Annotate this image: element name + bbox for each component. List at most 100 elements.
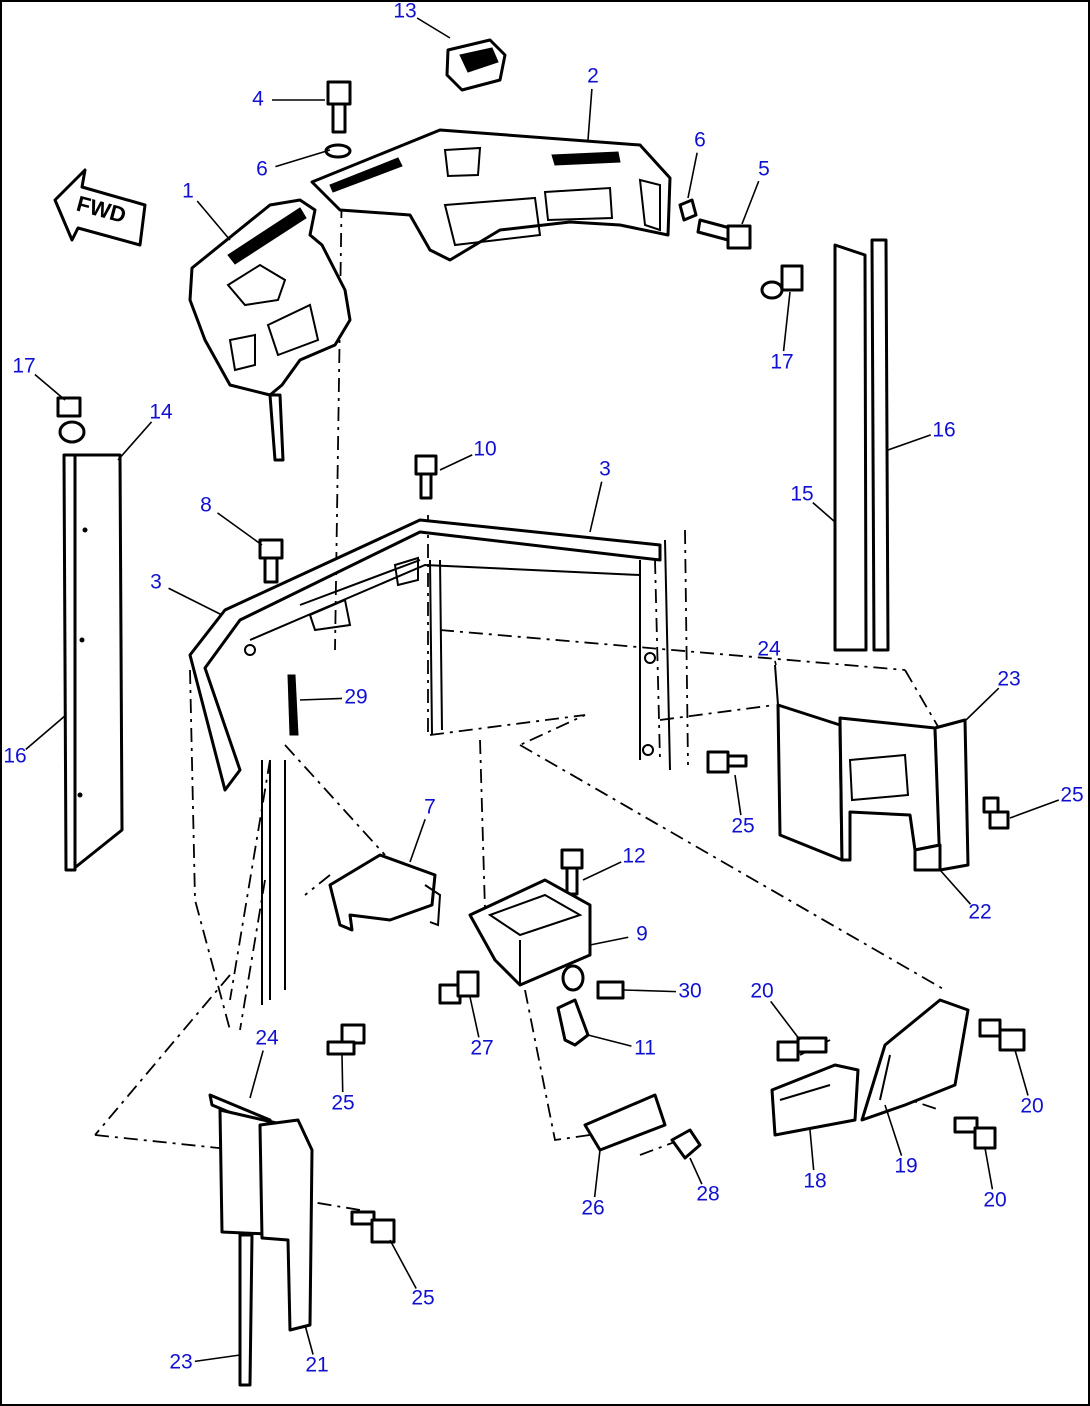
callout-1: 1 — [182, 180, 194, 203]
callout-16a: 16 — [932, 419, 955, 442]
callout-24b: 24 — [255, 1027, 279, 1050]
callout-17a: 17 — [12, 355, 35, 378]
callout-9: 9 — [636, 923, 648, 946]
callout-6a: 6 — [256, 158, 268, 181]
callout-23b: 23 — [169, 1351, 192, 1374]
callout-10: 10 — [473, 438, 496, 461]
part-right-panel — [774, 664, 970, 872]
part-bolt-25-right-b — [982, 796, 1010, 830]
callout-6b: 6 — [694, 129, 706, 152]
part-bolt-10 — [414, 454, 438, 500]
leader-line-6a — [275, 149, 331, 168]
part-bolt-25-right-a — [706, 750, 748, 774]
callout-20a: 20 — [750, 980, 773, 1003]
leader-line-23b — [194, 1354, 241, 1363]
part-left-strip — [62, 453, 124, 872]
part-bracket-18 — [770, 1063, 860, 1137]
leader-line-3a — [589, 481, 603, 533]
leader-line-13 — [416, 17, 451, 39]
part-frame — [188, 518, 671, 1005]
leader-line-17a — [34, 373, 66, 401]
part-bolt-30 — [596, 980, 625, 1000]
part-clip-11 — [556, 998, 590, 1047]
alignment-lines — [94, 174, 946, 1211]
leader-line-27 — [469, 996, 480, 1038]
part-bolt-4 — [324, 80, 352, 159]
part-plate-26 — [583, 1093, 667, 1152]
callout-13: 13 — [393, 0, 416, 23]
leader-line-16a — [887, 434, 932, 451]
callout-20c: 20 — [983, 1189, 1006, 1212]
leader-line-14 — [117, 421, 153, 461]
leader-line-23a — [965, 687, 1000, 721]
part-lower-left-panel — [208, 1093, 314, 1387]
callout-18: 18 — [803, 1170, 826, 1193]
leader-line-18 — [809, 1129, 815, 1171]
leader-line-8 — [217, 512, 263, 546]
leader-line-25d — [389, 1239, 417, 1289]
callout-3b: 3 — [150, 571, 162, 594]
leader-line-12 — [582, 861, 622, 881]
leader-line-24a — [774, 660, 777, 666]
part-bracket-7 — [328, 853, 442, 932]
callout-14: 14 — [149, 401, 173, 424]
leader-line-25a — [734, 774, 742, 816]
leader-line-6b — [687, 152, 698, 199]
leader-line-24b — [249, 1050, 264, 1099]
leader-line-15 — [812, 501, 836, 523]
callout-11: 11 — [634, 1037, 656, 1060]
leader-lines — [25, 17, 1060, 1363]
leader-line-29 — [299, 697, 343, 701]
leader-line-2 — [587, 88, 593, 141]
part-cap — [445, 38, 507, 92]
part-bolt-25-left-b — [350, 1210, 396, 1244]
part-bolt-25-left-a — [326, 1023, 366, 1056]
leader-line-20c — [984, 1147, 994, 1190]
part-bolt-20-c — [953, 1116, 997, 1150]
callout-24a: 24 — [757, 638, 781, 661]
callout-5: 5 — [758, 158, 770, 181]
leader-line-21 — [304, 1324, 314, 1355]
leader-line-19 — [884, 1104, 903, 1156]
callout-8: 8 — [200, 494, 212, 517]
part-bolt-27 — [438, 970, 480, 1005]
callout-15: 15 — [790, 483, 813, 506]
callout-23a: 23 — [997, 668, 1020, 691]
callout-3a: 3 — [599, 458, 611, 481]
fwd-arrow-icon: FWD — [53, 168, 147, 247]
callout-29: 29 — [344, 686, 367, 709]
part-console-cover — [310, 128, 672, 262]
callout-21: 21 — [305, 1354, 328, 1377]
part-bolt-20-b — [978, 1018, 1026, 1052]
leader-line-30 — [623, 989, 677, 993]
callout-20b: 20 — [1020, 1095, 1043, 1118]
leader-line-11 — [587, 1034, 632, 1047]
callout-27: 27 — [470, 1037, 493, 1060]
leader-line-17b — [782, 291, 791, 352]
leader-line-20a — [770, 1000, 801, 1041]
callout-30: 30 — [678, 980, 701, 1003]
leader-line-25c — [341, 1054, 344, 1093]
part-bracket-9 — [468, 878, 592, 992]
leader-line-25b — [1009, 799, 1060, 819]
part-washer-bolt-right — [678, 198, 752, 250]
part-right-strips — [833, 238, 890, 652]
leader-line-22 — [939, 869, 972, 905]
part-bolt-17-right — [760, 264, 804, 300]
callout-26: 26 — [581, 1197, 604, 1220]
callout-25b: 25 — [1060, 784, 1083, 807]
callout-16b: 16 — [3, 745, 26, 768]
part-bolt-20-a — [776, 1036, 828, 1062]
callout-22: 22 — [968, 901, 991, 924]
callout-7: 7 — [424, 796, 436, 819]
callout-2: 2 — [587, 65, 599, 88]
part-bracket-19 — [860, 998, 970, 1122]
leader-line-3b — [168, 587, 223, 616]
leader-line-26 — [593, 1149, 601, 1198]
part-bolt-8 — [258, 538, 284, 584]
part-bolt-17-left — [56, 396, 86, 444]
leader-line-20b — [1014, 1049, 1029, 1096]
